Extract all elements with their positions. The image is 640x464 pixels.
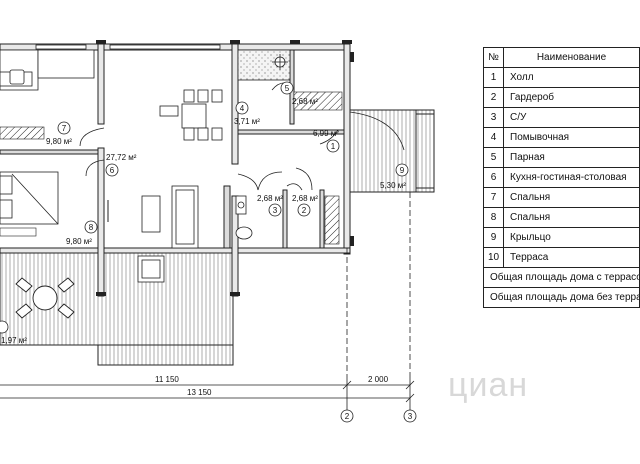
legend-name: Спальня [503,207,640,228]
room-5-area: 2,68 м² [292,97,318,106]
room-8-number: 8 [89,223,94,232]
room-9-number: 9 [400,166,405,175]
dimension-11150: 11 150 [155,375,179,384]
legend-name: Холл [503,67,640,88]
bench-left [0,126,45,140]
room-1-number: 1 [331,142,336,151]
terrace-step [97,344,234,366]
legend-name: Терраса [503,247,640,268]
table-row-total-with-terrace: Общая площадь дома с террасой [483,267,640,288]
room-5-number: 5 [285,84,290,93]
legend-header-row: № Наименование [483,47,640,68]
legend-name: Парная [503,147,640,168]
room-6-area: 27,72 м² [106,153,137,162]
legend-name: Крыльцо [503,227,640,248]
table-row-total-without-terrace: Общая площадь дома без террасы [483,287,640,308]
room-4-area: 3,71 м² [234,117,260,126]
sofa [137,185,199,283]
legend-name: Помывочная [503,127,640,148]
axis-3-label: 3 [408,412,413,421]
watermark: циан [448,366,529,404]
dimension-2000: 2 000 [368,375,389,384]
dimension-13150: 13 150 [187,388,212,397]
room-3-number: 3 [273,206,278,215]
room-2-area: 2,68 м² [292,194,318,203]
room-1-area: 6,99 м² [313,129,339,138]
porch-steps [415,109,435,193]
legend-name: Гардероб [503,87,640,108]
floor-plan: 7 9,80 м² 6 27,72 м² 4 3,71 м² 5 2,68 м²… [0,40,435,423]
bed-lower [0,171,59,225]
room-3-area: 2,68 м² [257,194,283,203]
room-8-area: 9,80 м² [66,237,92,246]
legend-header-name: Наименование [503,47,640,68]
bench-right [324,195,340,245]
log-ends [96,40,354,296]
room-4-number: 4 [240,104,245,113]
axis-2-label: 2 [345,412,350,421]
room-10-area: 1,97 м² [1,336,27,345]
dining-table [159,89,223,141]
legend-name: Спальня [503,187,640,208]
terrace-table [15,277,75,319]
legend-name: Кухня-гостиная-столовая [503,167,640,188]
porch-floor [349,109,417,193]
bench-bath [293,91,343,111]
room-2-number: 2 [302,206,307,215]
legend-name: С/У [503,107,640,128]
dimension-lines [0,192,415,410]
wc-fixtures [235,195,253,240]
room-7-number: 7 [62,124,67,133]
room-7-area: 9,80 м² [46,137,72,146]
room-6-number: 6 [110,166,115,175]
bed-upper [0,49,95,91]
room-9-area: 5,30 м² [380,181,406,190]
legend-header-num: № [483,47,504,68]
